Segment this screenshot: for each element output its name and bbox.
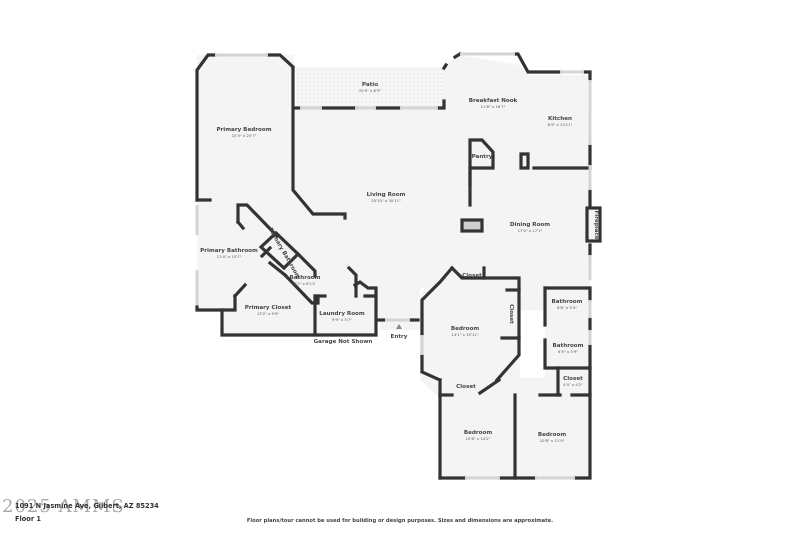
room-name: Patio (362, 82, 378, 88)
room-dims: 6'2" x 6'11" (294, 281, 317, 286)
room-name: Dining Room (510, 222, 550, 228)
room-dims: 10'8" x 14'2" (466, 436, 491, 441)
room-dims: 6'8" x 5'4" (557, 305, 577, 310)
windows (195, 52, 592, 480)
room-dims: 9'9" x 5'7" (332, 317, 352, 322)
room-dims: 10'8" x 11'9" (540, 438, 565, 443)
room-dims: 15'3" x 25'7" (232, 133, 257, 138)
room-name: Bedroom (451, 326, 480, 332)
room-dims: 13'2" x 9'9" (257, 311, 280, 316)
room-dims: 25'10" x 30'11" (371, 198, 401, 203)
room-name: Bathroom (290, 275, 321, 281)
room-name: Closet (508, 304, 514, 324)
room-name: Kitchen (548, 116, 572, 122)
floor-fill (197, 55, 590, 478)
entry-arrow-icon (396, 324, 402, 329)
room-name: Bedroom (464, 430, 493, 436)
room-name: Closet (456, 384, 476, 390)
room-name: Laundry Room (319, 311, 365, 317)
room-name: Fireplace (593, 210, 599, 239)
room-dims: 11'8" x 16'7" (481, 104, 506, 109)
room-name: Bedroom (538, 432, 567, 438)
room-name: Bathroom (552, 299, 583, 305)
room-name: Primary Closet (245, 305, 292, 311)
room-name: Closet (462, 273, 482, 279)
walls (195, 51, 602, 480)
room-name: Breakfast Nook (469, 98, 518, 104)
room-dims: 11'4" x 15'7" (217, 254, 242, 259)
room-dims: 14'1" x 15'11" (451, 332, 478, 337)
room-name: Primary Bathroom (200, 248, 258, 254)
property-address: 1091 N Jasmine Ave, Gilbert, AZ 85234 (15, 502, 159, 510)
room-dims: 6'5" x 5'9" (558, 349, 578, 354)
room-name: Closet (563, 376, 583, 382)
room-dims: 17'0" x 17'1" (518, 228, 543, 233)
annotations: Garage Not Shown Entry (314, 324, 408, 345)
floor-label: Floor 1 (15, 515, 41, 523)
garage-note: Garage Not Shown (314, 339, 373, 345)
entry-label: Entry (391, 334, 408, 340)
room-name: Bathroom (553, 343, 584, 349)
room-name: Primary Bedroom (216, 127, 271, 133)
room-name: Pantry (472, 154, 493, 160)
room-name: Living Room (367, 192, 406, 198)
room-dims: 8'9" x 13'11" (548, 122, 573, 127)
room-dims: 4'4" x 4'2" (563, 382, 583, 387)
disclaimer: Floor plans/tour cannot be used for buil… (246, 518, 554, 524)
room-dims: 22'5" x 6'3" (359, 88, 382, 93)
